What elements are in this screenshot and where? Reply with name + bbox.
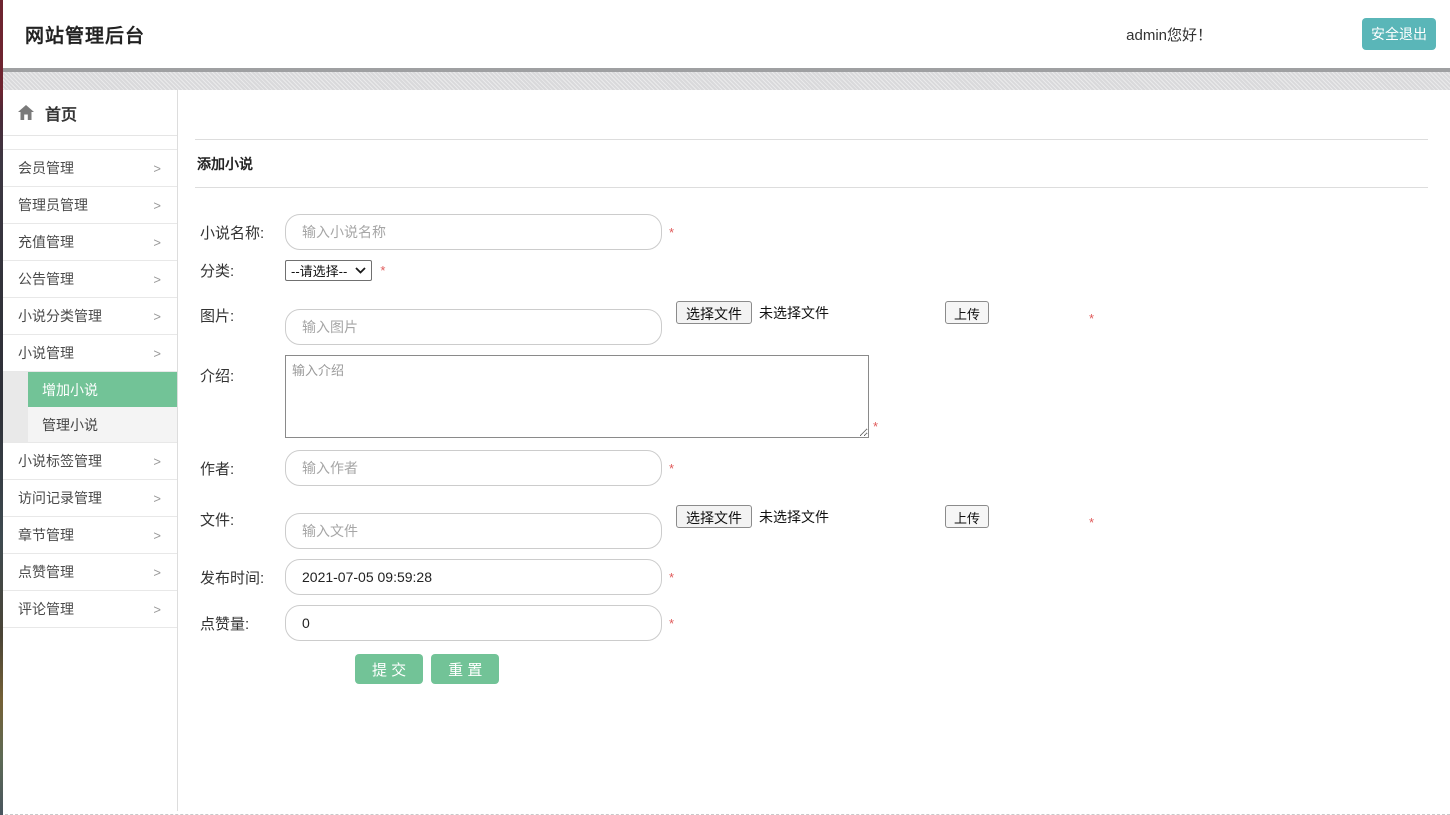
sidebar-submenu: 增加小说 管理小说: [0, 372, 177, 443]
chevron-right-icon: >: [153, 527, 161, 543]
header-divider-band: [0, 72, 1450, 90]
field-label-name: 小说名称:: [200, 224, 265, 242]
sidebar-subitem-add-novel[interactable]: 增加小说: [28, 372, 177, 407]
chevron-right-icon: >: [153, 453, 161, 469]
reset-button[interactable]: 重 置: [431, 654, 500, 684]
home-icon: [18, 105, 34, 120]
form-row-intro: 介绍: *: [200, 355, 1428, 438]
page-title: 添加小说: [195, 140, 1428, 188]
sidebar-item-home[interactable]: 首页: [0, 90, 177, 136]
chevron-right-icon: >: [153, 601, 161, 617]
image-upload-button[interactable]: 上传: [945, 301, 990, 324]
sidebar-item-label: 章节管理: [18, 527, 74, 543]
form-row-name: 小说名称: *: [200, 214, 1428, 250]
sidebar-item-comment-mgmt[interactable]: 评论管理 >: [0, 591, 177, 628]
field-label-likes: 点赞量:: [200, 615, 250, 633]
sidebar-item-novel-tag-mgmt[interactable]: 小说标签管理 >: [0, 443, 177, 480]
field-label-author: 作者:: [200, 460, 235, 478]
sidebar-subitem-manage-novel[interactable]: 管理小说: [28, 407, 177, 442]
field-label-intro: 介绍:: [200, 368, 235, 385]
image-input[interactable]: [285, 309, 662, 345]
sidebar-subitem-label: 管理小说: [42, 416, 98, 433]
sidebar-item-label: 访问记录管理: [18, 490, 102, 506]
main-content: 添加小说 小说名称: * 分类: --请选择--: [178, 90, 1450, 811]
required-marker: *: [873, 419, 879, 434]
intro-textarea[interactable]: [285, 355, 869, 438]
sidebar-item-label: 充值管理: [18, 234, 74, 250]
sidebar-item-novel-mgmt[interactable]: 小说管理 >: [0, 335, 177, 372]
author-input[interactable]: [285, 450, 662, 486]
chevron-right-icon: >: [153, 271, 161, 287]
form-row-file: 文件: 选择文件 未选择文件 上传 *: [200, 505, 1428, 549]
field-label-file: 文件:: [200, 512, 235, 529]
field-label-category: 分类:: [200, 263, 235, 280]
required-marker: *: [1089, 515, 1095, 530]
sidebar-item-chapter-mgmt[interactable]: 章节管理 >: [0, 517, 177, 554]
header-right: admin您好！ 安全退出: [1126, 18, 1436, 50]
sidebar-item-label: 管理员管理: [18, 197, 88, 213]
form-row-likes: 点赞量: *: [200, 605, 1428, 641]
file-file-picker: 选择文件 未选择文件: [676, 505, 829, 528]
sidebar-subitem-label: 增加小说: [42, 381, 98, 398]
required-marker: *: [669, 460, 675, 476]
chevron-down-icon: [355, 267, 366, 274]
publish-time-input[interactable]: [285, 559, 662, 595]
sidebar: 首页 会员管理 > 管理员管理 > 充值管理 > 公告管理 >: [0, 90, 178, 811]
file-input[interactable]: [285, 513, 662, 549]
required-marker: *: [669, 224, 675, 240]
sidebar-item-announcement-mgmt[interactable]: 公告管理 >: [0, 261, 177, 298]
novel-name-input[interactable]: [285, 214, 662, 250]
form-row-author: 作者: *: [200, 450, 1428, 486]
chevron-right-icon: >: [153, 490, 161, 506]
add-novel-form: 添加小说 小说名称: * 分类: --请选择--: [195, 139, 1428, 684]
sidebar-item-label: 小说分类管理: [18, 308, 102, 324]
sidebar-item-novel-category-mgmt[interactable]: 小说分类管理 >: [0, 298, 177, 335]
sidebar-menu: 会员管理 > 管理员管理 > 充值管理 > 公告管理 > 小说分类管理 >: [0, 149, 177, 628]
category-select-value: --请选择--: [291, 264, 348, 279]
image-file-picker: 选择文件 未选择文件: [676, 301, 829, 324]
sidebar-item-admin-mgmt[interactable]: 管理员管理 >: [0, 187, 177, 224]
image-file-status: 未选择文件: [759, 304, 829, 321]
required-marker: *: [669, 615, 675, 631]
chevron-right-icon: >: [153, 345, 161, 361]
file-file-status: 未选择文件: [759, 508, 829, 525]
form-actions: 提 交 重 置: [355, 653, 1428, 684]
field-label-image: 图片:: [200, 308, 235, 325]
form-row-publish-time: 发布时间: *: [200, 559, 1428, 595]
chevron-right-icon: >: [153, 564, 161, 580]
field-label-publish-time: 发布时间:: [200, 569, 265, 587]
submit-button[interactable]: 提 交: [355, 654, 424, 684]
user-greeting: admin您好！: [1126, 26, 1212, 44]
sidebar-item-label: 小说标签管理: [18, 453, 102, 469]
header: 网站管理后台 admin您好！ 安全退出: [0, 0, 1450, 72]
form-row-image: 图片: 选择文件 未选择文件 上传 *: [200, 301, 1428, 345]
chevron-right-icon: >: [153, 234, 161, 250]
sidebar-item-label: 公告管理: [18, 271, 74, 287]
category-select[interactable]: --请选择--: [285, 260, 373, 281]
sidebar-item-label: 会员管理: [18, 160, 74, 176]
image-choose-file-button[interactable]: 选择文件: [676, 301, 752, 324]
chevron-right-icon: >: [153, 308, 161, 324]
background-edge-strip: [0, 0, 3, 815]
sidebar-item-label: 点赞管理: [18, 564, 74, 580]
required-marker: *: [380, 263, 386, 278]
likes-input[interactable]: [285, 605, 662, 641]
required-marker: *: [1089, 311, 1095, 326]
sidebar-item-visit-log-mgmt[interactable]: 访问记录管理 >: [0, 480, 177, 517]
file-choose-file-button[interactable]: 选择文件: [676, 505, 752, 528]
chevron-right-icon: >: [153, 197, 161, 213]
sidebar-item-member-mgmt[interactable]: 会员管理 >: [0, 150, 177, 187]
file-upload-button[interactable]: 上传: [945, 505, 990, 528]
sidebar-item-label: 小说管理: [18, 345, 74, 361]
app-title: 网站管理后台: [25, 25, 146, 47]
form-row-category: 分类: --请选择-- *: [200, 260, 1428, 281]
chevron-right-icon: >: [153, 160, 161, 176]
logout-button[interactable]: 安全退出: [1362, 18, 1436, 50]
sidebar-item-label: 评论管理: [18, 601, 74, 617]
sidebar-item-recharge-mgmt[interactable]: 充值管理 >: [0, 224, 177, 261]
required-marker: *: [669, 569, 675, 585]
sidebar-item-like-mgmt[interactable]: 点赞管理 >: [0, 554, 177, 591]
sidebar-home-label: 首页: [45, 106, 78, 124]
